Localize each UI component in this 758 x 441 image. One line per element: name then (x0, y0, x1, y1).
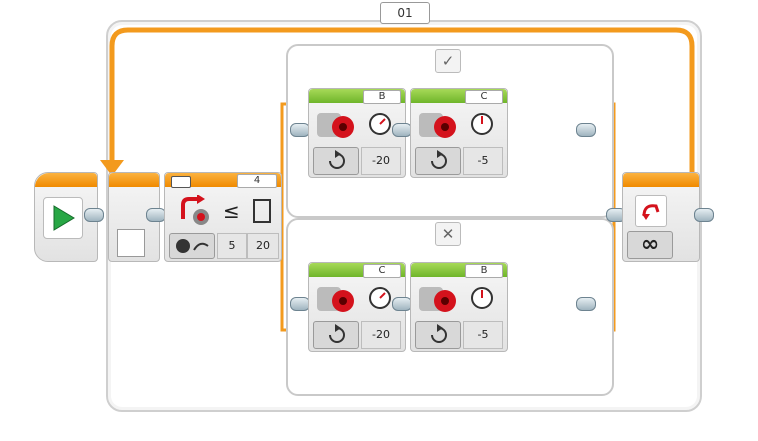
motor-power-value[interactable]: -5 (463, 321, 503, 349)
motor-mode-button[interactable] (313, 321, 359, 349)
rotate-icon (329, 324, 345, 343)
sequence-connector[interactable] (694, 208, 714, 222)
case-true-tab[interactable]: ✓ (435, 49, 461, 73)
large-motor-block[interactable]: C -20 (308, 262, 406, 352)
mode-selector-button[interactable] (169, 233, 215, 259)
threshold-icon (253, 199, 271, 223)
large-motor-block[interactable]: B -5 (410, 262, 508, 352)
wire-arrow-icon (100, 160, 124, 176)
large-motor-block[interactable]: B -20 (308, 88, 406, 178)
motor-port-label[interactable]: B (465, 264, 503, 278)
motor-port-label[interactable]: C (363, 264, 401, 278)
motor-mode-button[interactable] (313, 147, 359, 175)
compare-icon: ≤ (223, 199, 240, 223)
compare-value-b[interactable]: 20 (247, 233, 279, 259)
start-button[interactable] (43, 197, 83, 239)
loop-icon (635, 195, 667, 227)
motor-port-label[interactable]: C (465, 90, 503, 104)
motor-port-label[interactable]: B (363, 90, 401, 104)
play-icon (53, 205, 75, 231)
motor-power-value[interactable]: -5 (463, 147, 503, 175)
loop-end-block[interactable]: ∞ (622, 172, 700, 262)
rotate-icon (431, 324, 447, 343)
compare-value-a[interactable]: 5 (217, 233, 247, 259)
sequence-connector[interactable] (290, 123, 310, 137)
large-motor-block[interactable]: C -5 (410, 88, 508, 178)
sequence-connector[interactable] (392, 297, 412, 311)
sequence-connector[interactable] (146, 208, 166, 222)
speed-gauge-icon (369, 113, 391, 135)
motor-icon (317, 287, 354, 312)
sequence-connector[interactable] (576, 297, 596, 311)
motor-power-value[interactable]: -20 (361, 147, 401, 175)
motor-icon (317, 113, 354, 138)
motor-mode-button[interactable] (415, 321, 461, 349)
switch-view-icon[interactable] (171, 176, 191, 188)
sequence-connector[interactable] (290, 297, 310, 311)
motor-icon (419, 113, 456, 138)
motor-power-value[interactable]: -20 (361, 321, 401, 349)
infinity-icon[interactable]: ∞ (627, 231, 673, 259)
motor-mode-button[interactable] (415, 147, 461, 175)
speed-gauge-icon (471, 287, 493, 309)
loop-interrupt-icon[interactable] (117, 229, 145, 257)
switch-sensor-block[interactable]: 4 ≤ 5 20 (164, 172, 282, 262)
rotate-icon (431, 150, 447, 169)
sequence-connector[interactable] (84, 208, 104, 222)
case-false-tab[interactable]: ✕ (435, 222, 461, 246)
rotate-icon (329, 150, 345, 169)
color-sensor-icon (177, 194, 213, 227)
speed-gauge-icon (471, 113, 493, 135)
sequence-connector[interactable] (576, 123, 596, 137)
sequence-connector[interactable] (392, 123, 412, 137)
loop-name-label[interactable]: 01 (380, 2, 430, 24)
sensor-port-label[interactable]: 4 (237, 174, 277, 188)
motor-icon (419, 287, 456, 312)
loop-start-block (108, 172, 160, 262)
speed-gauge-icon (369, 287, 391, 309)
